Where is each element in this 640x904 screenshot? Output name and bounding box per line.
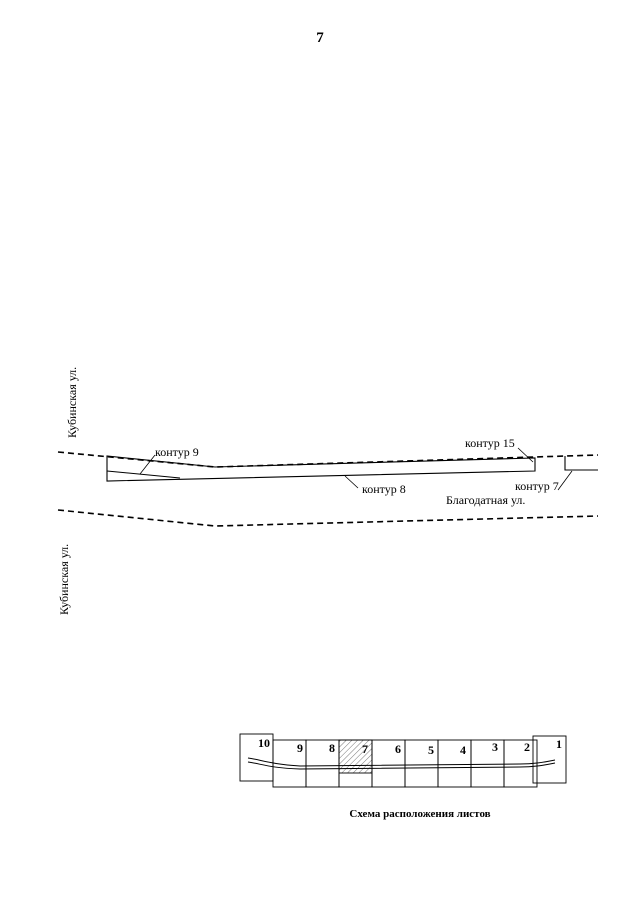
sheet-layout-street-line	[247, 757, 556, 767]
sheet-number: 5	[428, 743, 434, 757]
contour-15-label: контур 15	[465, 436, 515, 450]
street-boundary-top	[57, 451, 599, 468]
sheet-number: 8	[329, 741, 335, 755]
street-label-kubinskaya-top: Кубинская ул.	[65, 366, 79, 438]
leader-contour-7	[557, 470, 573, 491]
sheet-number: 10	[258, 736, 270, 750]
contour-7-label: контур 7	[515, 479, 559, 493]
street-boundary-bottom	[57, 509, 599, 527]
sheet-number: 9	[297, 741, 303, 755]
leader-contour-15	[517, 447, 534, 463]
sheet-number: 3	[492, 740, 498, 754]
street-label-blagodatnaya: Благодатная ул.	[446, 493, 526, 507]
contour-9-label: контур 9	[155, 445, 199, 459]
contour-7-shape	[564, 456, 598, 471]
sheet-number: 4	[460, 743, 466, 757]
leader-contour-9	[139, 454, 156, 475]
sheet-number: 2	[524, 740, 530, 754]
contour-8-shape	[106, 455, 536, 482]
sheet-layout-scheme	[239, 733, 567, 788]
leader-contour-8	[344, 475, 359, 489]
sheet-number: 6	[395, 742, 401, 756]
page-number: 7	[316, 30, 324, 46]
sheet-number-highlighted: 7	[362, 742, 368, 756]
street-label-kubinskaya-bottom: Кубинская ул.	[57, 543, 71, 615]
contour-8-label: контур 8	[362, 482, 406, 496]
contour-9-shape	[106, 470, 181, 479]
sheet-layout-caption: Схема расположения листов	[349, 808, 491, 820]
sheet-number: 1	[556, 737, 562, 751]
